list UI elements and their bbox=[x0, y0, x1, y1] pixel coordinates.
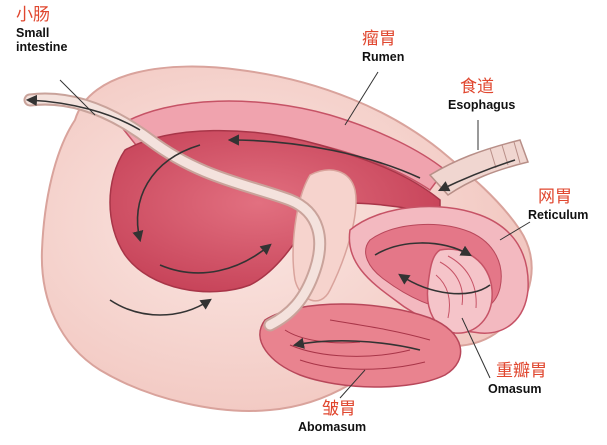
flow-arrow-rumen-left bbox=[132, 144, 201, 243]
label-rumen-en: Rumen bbox=[362, 49, 405, 64]
label-esophagus-zh: 食道 bbox=[460, 77, 494, 97]
label-reticulum: 网胃 Reticulum bbox=[528, 187, 589, 222]
label-reticulum-en: Reticulum bbox=[528, 207, 589, 222]
label-esophagus: 食道 Esophagus bbox=[448, 77, 516, 112]
label-esophagus-en: Esophagus bbox=[448, 97, 516, 112]
flow-arrow-reticulum-return bbox=[398, 273, 491, 295]
abomasum-chamber bbox=[259, 303, 462, 388]
label-leader-lines bbox=[59, 71, 531, 399]
flow-arrow-rumen-top bbox=[227, 134, 421, 179]
label-rumen: 瘤胃 Rumen bbox=[362, 29, 405, 64]
flow-arrow-reticulum bbox=[374, 242, 472, 257]
flow-arrow-esophagus bbox=[437, 159, 516, 192]
label-abomasum-zh: 皱胃 bbox=[322, 399, 356, 419]
label-small-intestine-zh: 小肠 bbox=[16, 5, 50, 25]
leader-reticulum bbox=[499, 221, 531, 241]
label-omasum-en: Omasum bbox=[488, 381, 542, 396]
esophagus-rings bbox=[489, 141, 521, 169]
label-small-intestine: 小肠 Small intestine bbox=[16, 5, 68, 54]
label-omasum-zh: 重瓣胃 bbox=[496, 361, 547, 381]
leader-omasum bbox=[461, 317, 491, 379]
label-small-intestine-en-line2: intestine bbox=[16, 39, 68, 54]
flow-arrow-abomasum bbox=[292, 337, 421, 351]
abomasum-folds bbox=[284, 319, 431, 370]
omasum-chamber bbox=[426, 248, 493, 334]
leader-small-intestine bbox=[59, 79, 96, 116]
label-small-intestine-en-line1: Small bbox=[16, 25, 50, 40]
esophagus-tube bbox=[428, 139, 529, 196]
flow-arrow-rumen-lower bbox=[109, 298, 212, 316]
label-abomasum: 皱胃 Abomasum bbox=[298, 399, 367, 434]
label-omasum: 重瓣胃 Omasum bbox=[488, 361, 547, 396]
leader-abomasum bbox=[339, 369, 366, 399]
flow-arrow-rumen-bottom bbox=[159, 243, 272, 274]
leader-rumen bbox=[344, 71, 379, 126]
label-rumen-zh: 瘤胃 bbox=[362, 29, 396, 49]
label-reticulum-zh: 网胃 bbox=[538, 187, 572, 207]
label-abomasum-en: Abomasum bbox=[298, 419, 367, 434]
